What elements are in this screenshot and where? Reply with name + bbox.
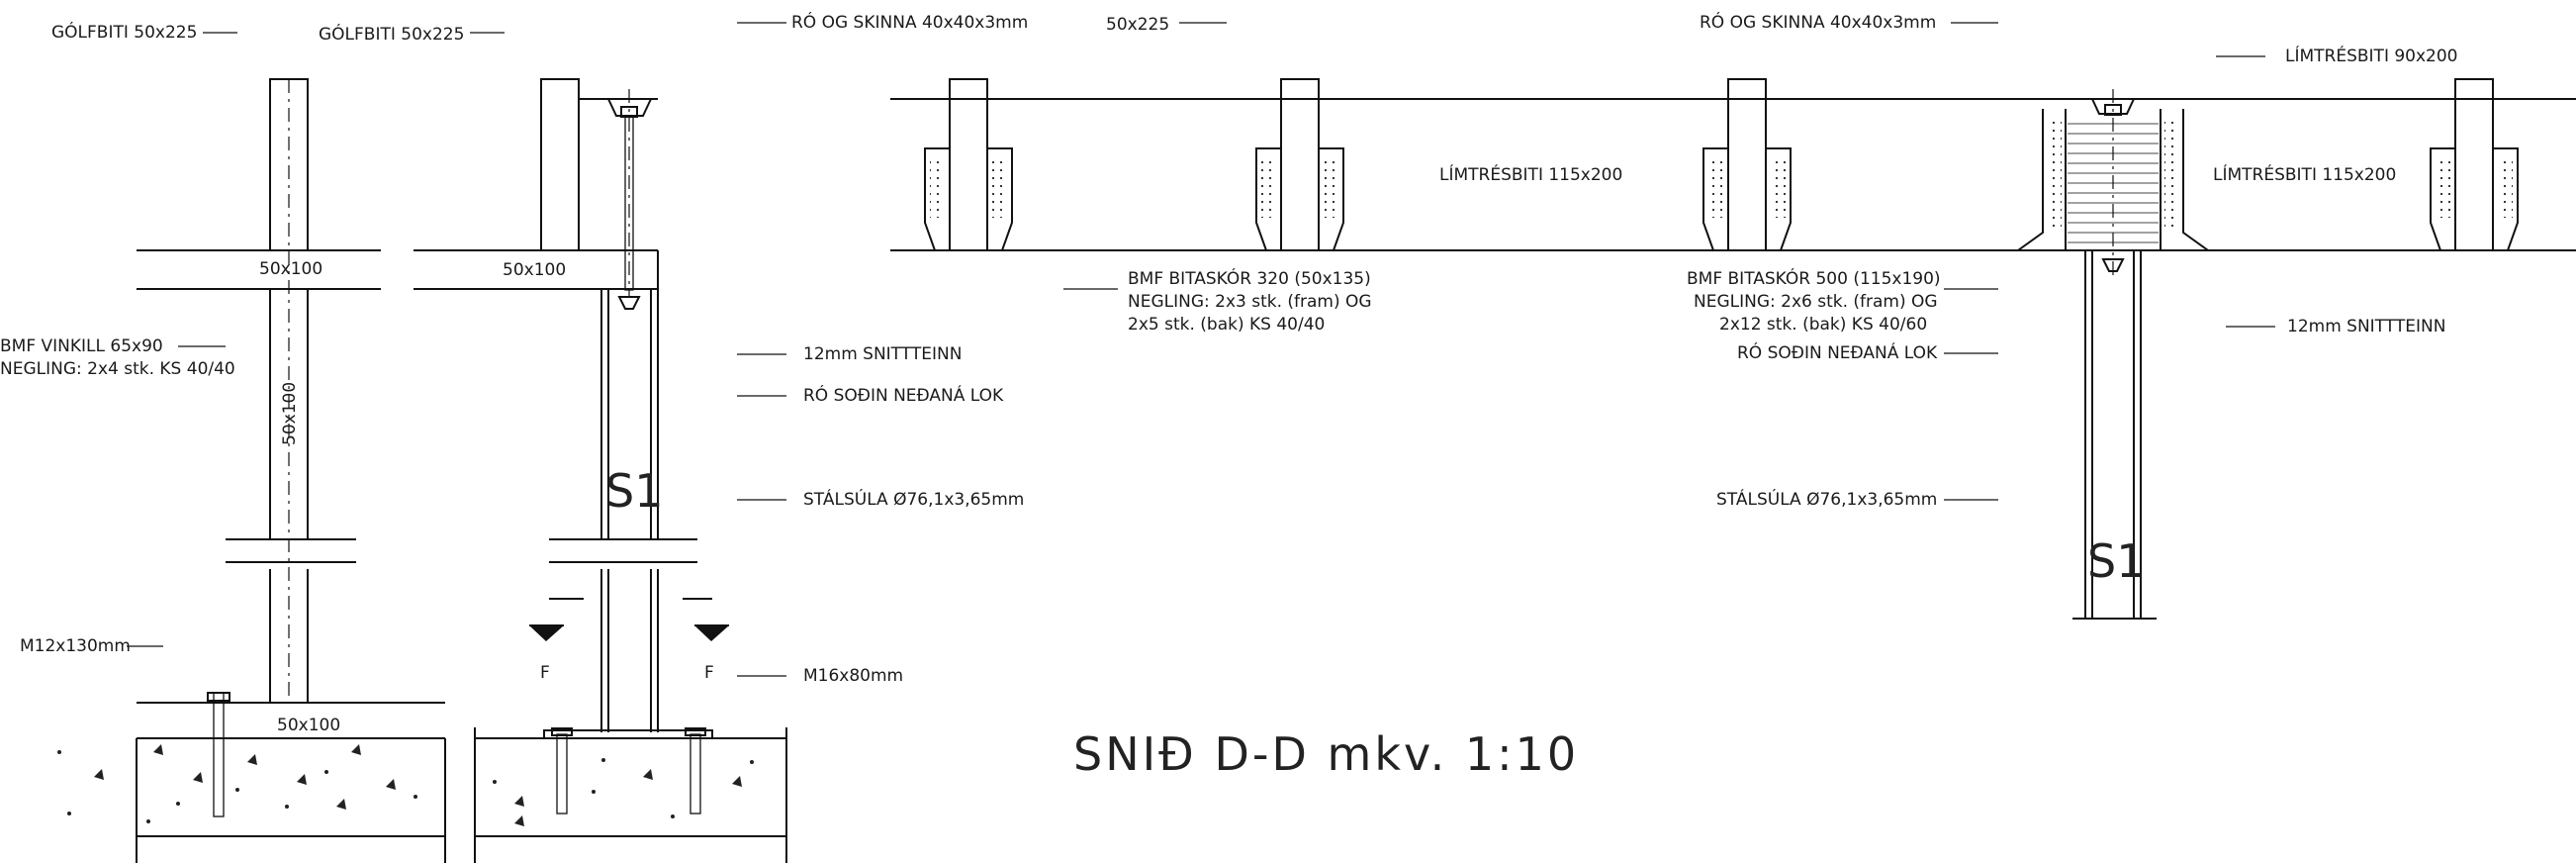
label-sill-50x100: 50x100	[277, 716, 340, 735]
label-bitaskor500-line2: NEGLING: 2x6 stk. (fram) OG	[1694, 292, 1938, 312]
column-mark-s1-b: S1	[2087, 534, 2145, 588]
label-bitaskor500-line1: BMF BITASKÓR 500 (115x190)	[1687, 267, 1941, 289]
label-beam-50x100-a: 50x100	[259, 259, 322, 279]
labels: GÓLFBITI 50x225 GÓLFBITI 50x225 RÓ OG SK…	[0, 11, 2458, 781]
label-bitaskor320-line2: NEGLING: 2x3 stk. (fram) OG	[1128, 292, 1372, 312]
label-ro-sodin-b: RÓ SOÐIN NEÐANÁ LOK	[1737, 341, 1938, 363]
label-bitaskor320-line1: BMF BITASKÓR 320 (50x135)	[1128, 267, 1371, 289]
label-ro-sodin-a: RÓ SOÐIN NEÐANÁ LOK	[803, 384, 1004, 406]
detail-steel-column	[414, 78, 787, 863]
label-post-50x100: 50x100	[280, 382, 300, 445]
column-mark-s1-a: S1	[605, 464, 663, 518]
label-m12: M12x130mm	[20, 636, 131, 656]
label-negling-vinkill: NEGLING: 2x4 stk. KS 40/40	[0, 359, 235, 379]
label-snittteinn-b: 12mm SNITTTEINN	[2287, 317, 2445, 336]
label-golfbiti-a: GÓLFBITI 50x225	[51, 21, 197, 43]
beam-elevation	[890, 78, 2576, 620]
label-ro-skinna-b: RÓ OG SKINNA 40x40x3mm	[1700, 11, 1936, 33]
label-stalsula-b: STÁLSÚLA Ø76,1x3,65mm	[1716, 488, 1937, 510]
drawing-title: SNIÐ D-D mkv. 1:10	[1073, 727, 1579, 781]
label-bitaskor320-line3: 2x5 stk. (bak) KS 40/40	[1128, 315, 1325, 335]
label-limtresbiti-90: LÍMTRÉSBITI 90x200	[2285, 45, 2458, 66]
force-mark-left: F	[540, 663, 550, 683]
label-bmf-vinkill: BMF VINKILL 65x90	[0, 336, 163, 356]
label-snittteinn-a: 12mm SNITTTEINN	[803, 344, 962, 364]
leader-lines	[127, 22, 2275, 677]
label-limtresbiti-115-a: LÍMTRÉSBITI 115x200	[1439, 163, 1622, 185]
label-m16: M16x80mm	[803, 666, 903, 686]
label-beam-50x100-b: 50x100	[503, 260, 566, 280]
label-golfbiti-b: GÓLFBITI 50x225	[319, 23, 464, 45]
label-limtresbiti-115-b: LÍMTRÉSBITI 115x200	[2213, 163, 2396, 185]
detail-timber-post	[57, 78, 446, 863]
label-stalsula-a: STÁLSÚLA Ø76,1x3,65mm	[803, 488, 1024, 510]
label-ro-skinna-a: RÓ OG SKINNA 40x40x3mm	[791, 11, 1028, 33]
force-mark-right: F	[704, 663, 714, 683]
label-50x225: 50x225	[1106, 15, 1169, 35]
label-bitaskor500-line3: 2x12 stk. (bak) KS 40/60	[1719, 315, 1927, 335]
